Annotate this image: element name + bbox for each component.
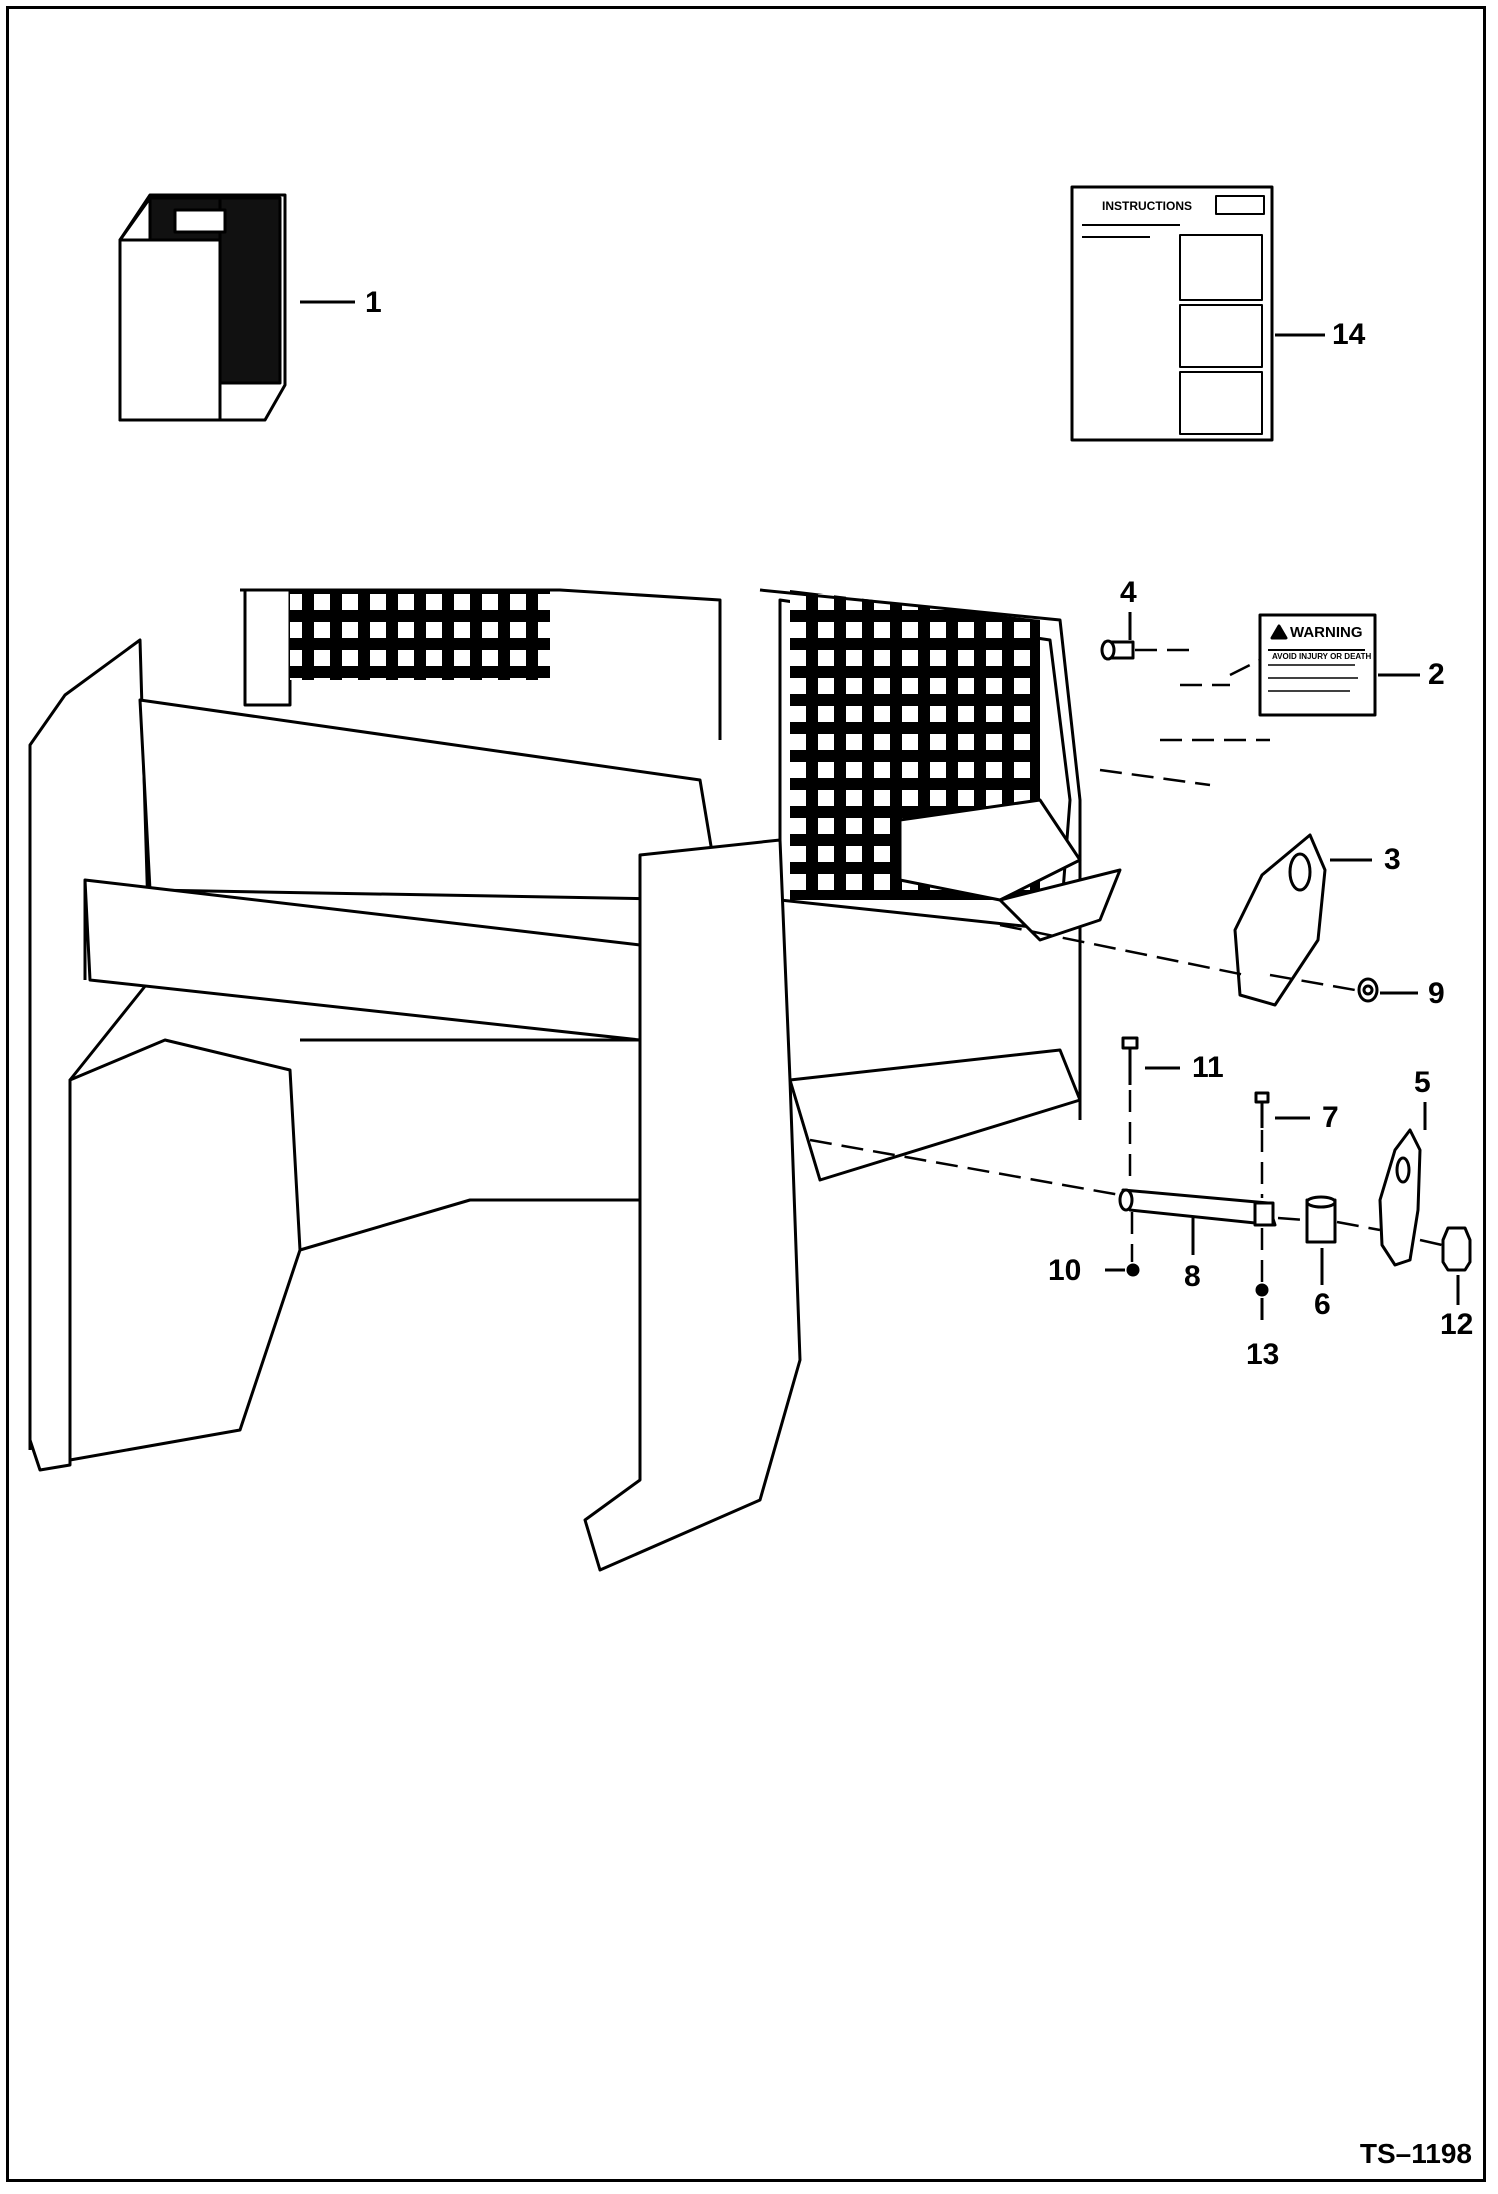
instruction-sheet-part [1070,185,1274,442]
drawing-frame [6,6,1486,2182]
warning-decal-subhead: AVOID INJURY OR DEATH [1272,652,1371,661]
callout-8: 8 [1184,1260,1201,1293]
warning-decal-header: WARNING [1290,624,1363,641]
callout-3: 3 [1384,843,1401,876]
nut-part-9 [1357,977,1379,1003]
callout-2: 2 [1428,658,1445,691]
fitting-part-10 [1126,1263,1140,1277]
callout-6: 6 [1314,1288,1331,1321]
callout-14: 14 [1332,318,1366,351]
bolt-part [1100,639,1135,661]
pin-part [1118,1188,1277,1227]
bolt-part-11 [1121,1036,1139,1085]
bracket-plate-part [1233,833,1327,1007]
fitting-part-13 [1255,1283,1269,1297]
link-plate-part [1378,1128,1422,1267]
callout-13: 13 [1246,1338,1280,1371]
callout-5: 5 [1414,1066,1431,1099]
drawing-reference: TS–1198 [1359,2138,1472,2169]
callout-1: 1 [365,286,382,319]
cab-frame [28,588,1122,1572]
bolt-part-7 [1254,1091,1270,1128]
callout-4: 4 [1120,576,1137,609]
callout-11: 11 [1192,1051,1224,1084]
operation-manual-part [118,193,287,422]
callout-7: 7 [1322,1101,1339,1134]
callout-12: 12 [1440,1308,1474,1341]
nut-part-12 [1441,1226,1472,1272]
instruction-sheet-header: INSTRUCTIONS [1102,199,1192,213]
bushing-part [1305,1195,1337,1244]
callout-9: 9 [1428,977,1445,1010]
callout-10: 10 [1048,1254,1082,1287]
warning-decal-part [1258,613,1377,717]
